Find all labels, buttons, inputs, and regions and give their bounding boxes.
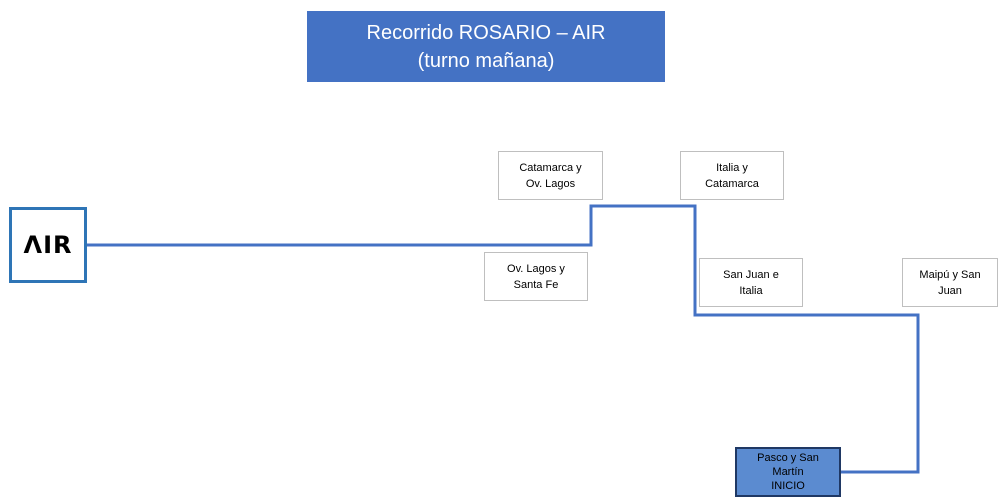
stop-label-line-2: Martín bbox=[772, 466, 804, 478]
stop-label-line-2: Santa Fe bbox=[513, 278, 559, 291]
stop-label-line-2: Juan bbox=[938, 284, 962, 297]
air-logo: ΛΙR bbox=[9, 207, 87, 283]
stop-ov-lagos-santa-fe: Ov. Lagos y Santa Fe bbox=[484, 252, 588, 301]
stop-san-juan-italia: San Juan e Italia bbox=[699, 258, 803, 307]
start-label: INICIO bbox=[771, 480, 805, 492]
diagram-title: Recorrido ROSARIO – AIR (turno mañana) bbox=[307, 11, 665, 82]
route-line bbox=[87, 204, 920, 474]
stop-label-line-1: Ov. Lagos y bbox=[507, 262, 565, 275]
stop-label-line-2: Italia bbox=[739, 284, 763, 297]
stop-label-line-1: Pasco y San bbox=[757, 452, 819, 464]
title-line-2: (turno mañana) bbox=[417, 49, 555, 72]
stop-italia-catamarca: Italia y Catamarca bbox=[680, 151, 784, 200]
stop-label-line-2: Catamarca bbox=[705, 177, 759, 190]
stop-label-line-1: Catamarca y bbox=[519, 161, 582, 174]
stop-label-line-2: Ov. Lagos bbox=[525, 177, 576, 190]
stop-label-line-1: Italia y bbox=[716, 161, 748, 174]
title-line-1: Recorrido ROSARIO – AIR bbox=[366, 21, 606, 44]
stop-label-line-1: Maipú y San bbox=[919, 268, 981, 281]
stop-maipu-san-juan: Maipú y San Juan bbox=[902, 258, 998, 307]
stop-catamarca-ov-lagos: Catamarca y Ov. Lagos bbox=[498, 151, 603, 200]
stop-label-line-1: San Juan e bbox=[723, 268, 779, 281]
air-logo-text: ΛΙR bbox=[23, 231, 73, 259]
stop-pasco-san-martin-start: Pasco y San Martín INICIO bbox=[735, 447, 841, 497]
